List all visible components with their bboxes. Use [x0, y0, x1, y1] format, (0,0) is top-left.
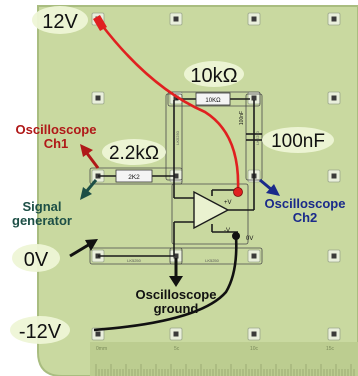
- stud-center: [173, 253, 179, 259]
- stud-center: [173, 173, 179, 179]
- stud-center: [251, 253, 257, 259]
- label-osc-ch2-line2: Ch2: [293, 210, 318, 225]
- stud-center: [331, 16, 337, 22]
- stud-center: [331, 173, 337, 179]
- opamp-plus-print: +V: [224, 200, 232, 206]
- arrow-osc-ground: [169, 258, 183, 287]
- bubble-2k2: 2.2kΩ: [102, 139, 166, 165]
- label-12v: 12V: [42, 11, 78, 33]
- stud-center: [331, 253, 337, 259]
- label-osc-ground-line2: ground: [154, 301, 199, 316]
- capacitor-print: 100nF: [239, 111, 245, 125]
- label-siggen-line2: generator: [12, 213, 72, 228]
- red-wire-plug: [93, 14, 107, 32]
- ruler-label-5: 5c: [174, 346, 180, 352]
- label-osc-ch1-line2: Ch1: [44, 136, 69, 151]
- stud-center: [331, 331, 337, 337]
- stud-center: [95, 331, 101, 337]
- red-wire-end: [233, 187, 243, 197]
- label-osc-ch1-line1: Oscilloscope: [16, 122, 97, 137]
- carrier-print-d: LK5250: [205, 258, 220, 263]
- bubble-minus12v: -12V: [10, 316, 70, 344]
- resistor-10k-body: [195, 92, 231, 106]
- stud-center: [173, 16, 179, 22]
- ruler-label-10: 10c: [250, 346, 259, 352]
- label-0v: 0V: [24, 249, 49, 271]
- arrow-zero-v: [69, 239, 98, 258]
- bubble-12v: 12V: [32, 6, 88, 34]
- baseboard: [37, 5, 358, 376]
- stud-center: [173, 95, 179, 101]
- resistor-2k2-body: [115, 169, 153, 183]
- stud-center: [173, 331, 179, 337]
- black-wire-minus12: [93, 235, 238, 332]
- red-wire-12v: [99, 23, 240, 191]
- label-10k: 10kΩ: [190, 65, 237, 87]
- ruler-label-0: 0mm: [96, 346, 107, 352]
- zero-v-print: 0V: [246, 236, 253, 242]
- ruler-label-15: 15c: [326, 346, 335, 352]
- opamp-symbol: [193, 190, 230, 230]
- opamp-minus-print: -V: [224, 228, 230, 234]
- stud-center: [331, 95, 337, 101]
- carrier-print-b: LK5250: [255, 130, 260, 145]
- bubble-10k: 10kΩ: [184, 61, 244, 87]
- stud-center: [95, 95, 101, 101]
- label-100nf: 100nF: [271, 131, 325, 152]
- label-minus12v: -12V: [19, 321, 62, 343]
- ruler: 0mm 5c 10c 15c: [90, 342, 358, 376]
- stud-center: [251, 95, 257, 101]
- capacitor-symbol: [246, 133, 262, 141]
- resistor-10k-print: 10KΩ: [205, 98, 221, 104]
- stud-center: [251, 331, 257, 337]
- bubble-100nf: 100nF: [262, 127, 334, 153]
- resistor-2k2-print: 2K2: [128, 174, 140, 181]
- stud-center: [251, 16, 257, 22]
- arrow-osc-ch2: [259, 178, 280, 196]
- label-2k2: 2.2kΩ: [109, 143, 159, 164]
- label-siggen-line1: Signal: [22, 199, 61, 214]
- arrow-osc-ch1: [80, 144, 100, 169]
- carrier-print-c: LK5250: [127, 258, 142, 263]
- bubble-0v: 0V: [12, 244, 60, 272]
- carrier-print-a: LK5250: [175, 130, 180, 145]
- arrow-signal-generator: [80, 179, 98, 200]
- black-wire-end: [232, 232, 240, 240]
- label-osc-ground-line1: Oscilloscope: [136, 287, 217, 302]
- label-osc-ch2-line1: Oscilloscope: [265, 196, 346, 211]
